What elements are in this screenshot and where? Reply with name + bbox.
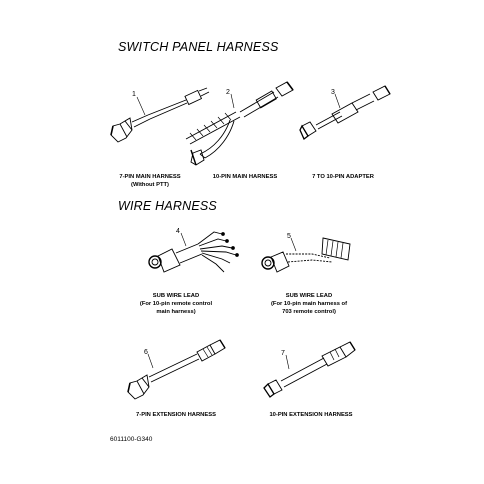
part-7-caption: 10-PIN EXTENSION HARNESS [269, 412, 353, 418]
part-6-caption: 7-PIN EXTENSION HARNESS [136, 412, 216, 418]
part-1-drawing [110, 87, 210, 143]
part-2-number: 2 [226, 89, 230, 96]
part-7-number: 7 [281, 350, 285, 357]
part-4-caption: SUB WIRE LEAD (For 10-pin remote control… [139, 293, 213, 315]
part-7-drawing [263, 341, 356, 398]
part-4-number: 4 [176, 228, 180, 235]
part-2-caption: 10-PIN MAIN HARNESS [212, 174, 278, 180]
part-3-drawing [299, 85, 391, 141]
part-6-number: 6 [144, 349, 148, 356]
part-5-caption: SUB WIRE LEAD (For 10-pin main harness o… [270, 293, 348, 315]
part-2-drawing [185, 81, 294, 166]
part-1-number: 1 [132, 91, 136, 98]
part-3-number: 3 [331, 89, 335, 96]
part-1-caption: 7-PIN MAIN HARNESS (Without PTT) [119, 174, 181, 188]
part-4-drawing [148, 231, 239, 273]
part-3-caption: 7 TO 10-PIN ADAPTER [312, 174, 374, 180]
figure-code: 6011100-G340 [110, 436, 153, 443]
switch-panel-heading: SWITCH PANEL HARNESS [118, 40, 279, 54]
wire-harness-heading: WIRE HARNESS [118, 199, 217, 213]
part-6-drawing [127, 339, 226, 400]
part-5-drawing [261, 237, 351, 273]
part-5-number: 5 [287, 233, 291, 240]
